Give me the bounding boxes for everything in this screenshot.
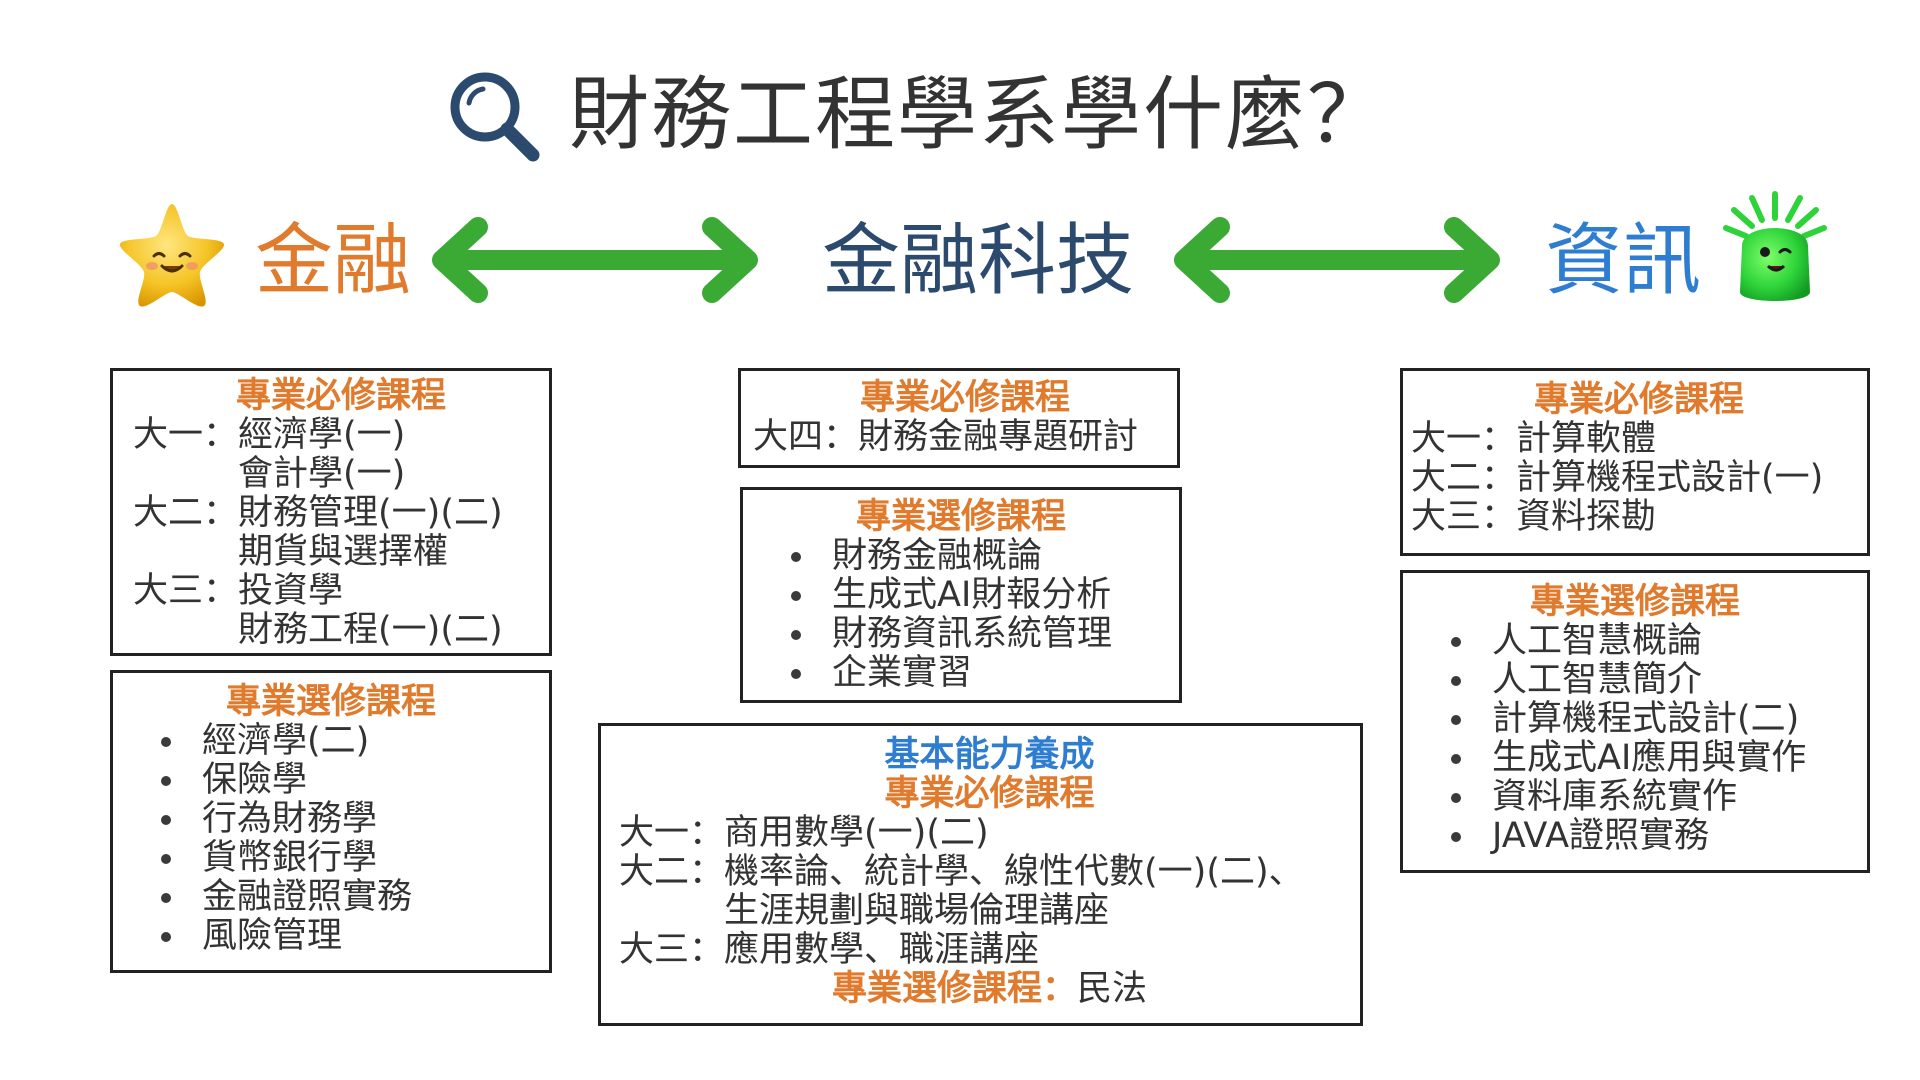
bullet-icon (791, 669, 801, 679)
page-title: 財務工程學系學什麼？ (569, 68, 1389, 161)
box-heading: 專業必修課程 (859, 378, 1070, 418)
list-item: 生成式AI應用與實作 (1451, 739, 1867, 778)
course-list: 經濟學(二) 保險學 行為財務學 貨幣銀行學 金融證照實務 風險管理 (161, 722, 549, 956)
bullet-icon (1451, 637, 1461, 647)
topic-fintech: 金融科技 (822, 216, 1135, 306)
year-row: 大二： 機率論、統計學、線性代數(一)(二)、 生涯規劃與職場倫理講座 (619, 853, 1360, 931)
basic-ability-box: 基本能力養成 專業必修課程 大一： 商用數學(一)(二) 大二： 機率論、統計學… (598, 723, 1363, 1026)
bullet-icon (1451, 676, 1461, 686)
box-subheading: 專業必修課程 (884, 774, 1095, 814)
bullet-icon (1451, 715, 1461, 725)
star-mascot-icon (119, 204, 225, 307)
year-row: 大三： 投資學 財務工程(一)(二) (133, 572, 549, 650)
bullet-icon (1451, 832, 1461, 842)
it-elective-box: 專業選修課程 人工智慧概論 人工智慧簡介 計算機程式設計(二) 生成式AI應用與… (1400, 570, 1870, 873)
list-item: 經濟學(二) (161, 722, 549, 761)
year-label: 大三： (619, 930, 725, 970)
search-icon (450, 72, 540, 162)
list-item: 貨幣銀行學 (161, 839, 549, 878)
course-item: 財務工程(一)(二) (238, 610, 503, 650)
finance-required-box: 專業必修課程 大一： 經濟學(一) 會計學(一) 大二： 財務管理(一)(二) … (110, 368, 552, 656)
bullet-icon (161, 815, 171, 825)
course-item: 期貨與選擇權 (238, 532, 449, 572)
course-item: 財務金融專題研討 (858, 417, 1139, 457)
finance-elective-box: 專業選修課程 經濟學(二) 保險學 行為財務學 貨幣銀行學 金融證照實務 風險管… (110, 670, 552, 973)
list-item: 財務資訊系統管理 (791, 615, 1179, 654)
box-heading: 專業選修課程 (1529, 582, 1740, 622)
topic-it: 資訊 (1545, 216, 1702, 306)
year-label: 大二： (133, 493, 239, 533)
course-item: 應用數學、職涯講座 (724, 930, 1040, 970)
fintech-required-box: 專業必修課程 大四： 財務金融專題研討 (738, 368, 1180, 468)
course-item: 計算機程式設計(一) (1516, 458, 1824, 498)
course-item: 投資學 (238, 571, 344, 611)
year-label: 大一： (1411, 419, 1517, 459)
course-item: 計算軟體 (1516, 419, 1657, 459)
year-row: 大一： 商用數學(一)(二) (619, 814, 1360, 853)
bullet-icon (161, 932, 171, 942)
year-row: 大四： 財務金融專題研討 (753, 418, 1177, 457)
double-arrow-icon (1174, 217, 1500, 303)
year-label: 大二： (1411, 458, 1517, 498)
bullet-icon (1451, 793, 1461, 803)
list-item: 資料庫系統實作 (1451, 778, 1867, 817)
course-item: 資料探勘 (1516, 497, 1657, 537)
year-row: 大二： 財務管理(一)(二) 期貨與選擇權 (133, 494, 549, 572)
bullet-icon (791, 630, 801, 640)
topic-finance: 金融 (255, 216, 412, 306)
double-arrow-icon (432, 217, 758, 303)
list-item: 保險學 (161, 761, 549, 800)
bullet-icon (161, 776, 171, 786)
title-row: 財務工程學系學什麼？ (445, 60, 1389, 170)
list-item: 生成式AI財報分析 (791, 576, 1179, 615)
list-item: JAVA證照實務 (1451, 817, 1867, 856)
green-monster-mascot-icon (1723, 191, 1827, 301)
course-list: 人工智慧概論 人工智慧簡介 計算機程式設計(二) 生成式AI應用與實作 資料庫系… (1451, 622, 1867, 856)
fintech-elective-box: 專業選修課程 財務金融概論 生成式AI財報分析 財務資訊系統管理 企業實習 (740, 487, 1182, 703)
year-label: 大一： (619, 813, 725, 853)
it-required-box: 專業必修課程 大一： 計算軟體 大二： 計算機程式設計(一) 大三： 資料探勘 (1400, 368, 1870, 556)
box-heading: 專業必修課程 (1533, 380, 1744, 420)
bullet-icon (161, 893, 171, 903)
list-item: 風險管理 (161, 917, 549, 956)
elective-value: 民法 (1077, 969, 1148, 1009)
course-list: 財務金融概論 生成式AI財報分析 財務資訊系統管理 企業實習 (791, 537, 1179, 693)
bullet-icon (791, 552, 801, 562)
list-item: 金融證照實務 (161, 878, 549, 917)
bullet-icon (161, 854, 171, 864)
year-row: 大二： 計算機程式設計(一) (1411, 459, 1867, 498)
box-heading: 專業選修課程 (855, 497, 1066, 537)
course-item: 經濟學(一) (238, 415, 406, 455)
course-item: 商用數學(一)(二) (724, 813, 989, 853)
basic-elective-line: 專業選修課程：民法 (619, 970, 1360, 1009)
year-row: 大三： 資料探勘 (1411, 498, 1867, 537)
list-item: 財務金融概論 (791, 537, 1179, 576)
box-heading: 基本能力養成 (884, 735, 1095, 775)
list-item: 企業實習 (791, 654, 1179, 693)
list-item: 計算機程式設計(二) (1451, 700, 1867, 739)
year-label: 大一： (133, 415, 239, 455)
list-item: 人工智慧簡介 (1451, 661, 1867, 700)
year-row: 大一： 計算軟體 (1411, 420, 1867, 459)
bullet-icon (1451, 754, 1461, 764)
bullet-icon (791, 591, 801, 601)
elective-label: 專業選修課程： (831, 969, 1077, 1009)
list-item: 行為財務學 (161, 800, 549, 839)
course-item: 會計學(一) (238, 454, 406, 494)
year-label: 大三： (133, 571, 239, 611)
year-label: 大三： (1411, 497, 1517, 537)
course-item: 機率論、統計學、線性代數(一)(二)、 (724, 852, 1304, 892)
box-heading: 專業選修課程 (225, 682, 436, 722)
box-heading: 專業必修課程 (235, 376, 446, 416)
course-item: 財務管理(一)(二) (238, 493, 503, 533)
course-item: 生涯規劃與職場倫理講座 (724, 891, 1110, 931)
year-label: 大四： (753, 417, 859, 457)
year-row: 大三： 應用數學、職涯講座 (619, 931, 1360, 970)
year-row: 大一： 經濟學(一) 會計學(一) (133, 416, 549, 494)
list-item: 人工智慧概論 (1451, 622, 1867, 661)
year-label: 大二： (619, 852, 725, 892)
bullet-icon (161, 737, 171, 747)
